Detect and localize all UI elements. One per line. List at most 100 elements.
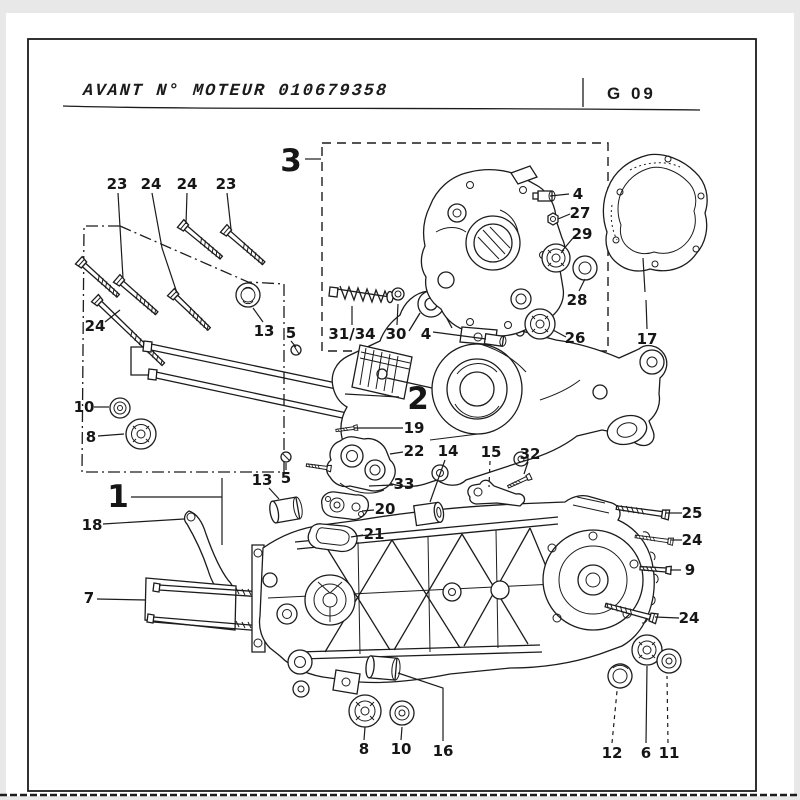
leader-line-32 <box>523 461 529 475</box>
part-label-13: 13 <box>254 322 275 340</box>
leader-line-14 <box>429 459 446 503</box>
leader-line-4 <box>549 193 570 197</box>
leader-line-29 <box>561 237 574 252</box>
assembly-label-2: 2 <box>407 381 429 417</box>
part-label-25: 25 <box>682 504 703 522</box>
seal-11-drawing <box>656 648 682 674</box>
part-label-28: 28 <box>567 291 588 309</box>
part-label-23: 23 <box>216 175 237 193</box>
leader-line-12 <box>611 690 618 744</box>
part-label-21: 21 <box>364 525 385 543</box>
assembly-label-3: 3 <box>280 143 302 179</box>
page-frame <box>0 38 800 797</box>
part-label-5: 5 <box>281 469 291 487</box>
assembly-1-dashdot-box <box>81 225 285 473</box>
part-label-24: 24 <box>85 317 106 335</box>
assembly-label-1: 1 <box>107 479 129 515</box>
leader-line-26 <box>552 329 567 338</box>
leader-line-23 <box>226 192 232 230</box>
part-label-18: 18 <box>82 516 103 534</box>
part-label-23: 23 <box>107 175 128 193</box>
leader-line-24 <box>185 192 188 225</box>
part-label-24: 24 <box>679 609 700 627</box>
leader-line-28 <box>578 278 586 292</box>
leader-line-8 <box>363 726 366 741</box>
bearing-29-drawing <box>541 243 571 273</box>
screw-32-drawing <box>506 472 533 491</box>
seal-10-left-drawing <box>109 397 131 419</box>
part-label-24: 24 <box>682 531 703 549</box>
leader-line-11 <box>666 675 669 744</box>
seal-10-lower-drawing <box>389 700 415 726</box>
part-label-24: 24 <box>141 175 162 193</box>
part-label-20: 20 <box>375 500 396 518</box>
part-label-5: 5 <box>286 324 296 342</box>
part-label-33: 33 <box>394 475 415 493</box>
leader-line-13 <box>252 307 264 323</box>
oil-pump-worm-31-34-drawing <box>328 285 394 304</box>
leader-line-24 <box>654 616 680 619</box>
bearing-8-left-drawing <box>125 418 157 450</box>
leader-line-7 <box>96 598 147 601</box>
leader-line-22 <box>389 451 404 455</box>
manifold-22-33-drawing <box>326 436 396 494</box>
leader-line-30 <box>396 303 399 326</box>
part-label-26: 26 <box>565 329 586 347</box>
page-code: G 09 <box>607 84 656 103</box>
bushing-13-lower-drawing <box>269 496 303 524</box>
leader-line-13 <box>268 487 280 500</box>
part-label-16: 16 <box>433 742 454 760</box>
part-label-32: 32 <box>520 445 541 463</box>
part-label-4: 4 <box>573 185 583 203</box>
leader-line-33 <box>368 484 394 487</box>
leader-line-17 <box>642 257 646 293</box>
part-label-15: 15 <box>481 443 502 461</box>
part-label-7: 7 <box>84 589 94 607</box>
crankcase-half-3-drawing <box>420 165 566 346</box>
leader-line-2 <box>344 393 400 398</box>
part-label-14: 14 <box>438 442 459 460</box>
leader-line-23 <box>117 192 124 279</box>
bushing-16-drawing <box>365 655 401 681</box>
bushing-14-drawing <box>412 501 445 527</box>
part-label-31-34: 31/34 <box>328 325 375 343</box>
part-label-19: 19 <box>404 419 425 437</box>
leader-line-18 <box>102 518 185 525</box>
plug-5-upper-drawing <box>290 344 302 356</box>
leader-line-6 <box>645 665 648 744</box>
swingarm-7-drawing <box>144 577 264 632</box>
crankcase-assembly-drawing <box>258 495 659 698</box>
screw-5-lower-drawing <box>280 451 332 473</box>
bearing-26-drawing <box>524 308 556 340</box>
ring-30-drawing <box>391 287 405 301</box>
part-label-6: 6 <box>641 744 651 762</box>
part-label-8: 8 <box>86 428 96 446</box>
part-label-11: 11 <box>659 744 680 762</box>
seal-12-drawing <box>607 663 633 689</box>
part-label-12: 12 <box>602 744 623 762</box>
part-label-29: 29 <box>572 225 593 243</box>
bearing-6-drawing <box>631 634 663 666</box>
bearing-13-upper-drawing <box>235 282 261 308</box>
part-label-9: 9 <box>685 561 695 579</box>
leader-line-10 <box>400 726 403 741</box>
leader-line-27 <box>557 213 571 220</box>
nut-27-drawing <box>547 212 559 226</box>
bracket-15-drawing <box>467 479 526 507</box>
crankcase-half-2-drawing <box>331 289 668 488</box>
leader-line-21 <box>350 534 364 538</box>
part-label-4: 4 <box>421 325 431 343</box>
leader-line-17 <box>645 299 648 330</box>
leader-line-4 <box>432 331 487 340</box>
leader-line-5 <box>290 340 297 348</box>
part-label-10: 10 <box>74 398 95 416</box>
leader-line-8 <box>97 433 125 437</box>
leader-line-20 <box>361 509 375 512</box>
leader-line-24 <box>104 309 121 323</box>
part-label-10: 10 <box>391 740 412 758</box>
gasket-21-drawing <box>307 523 358 553</box>
leader-line-24 <box>151 192 178 294</box>
part-label-17: 17 <box>637 330 658 348</box>
